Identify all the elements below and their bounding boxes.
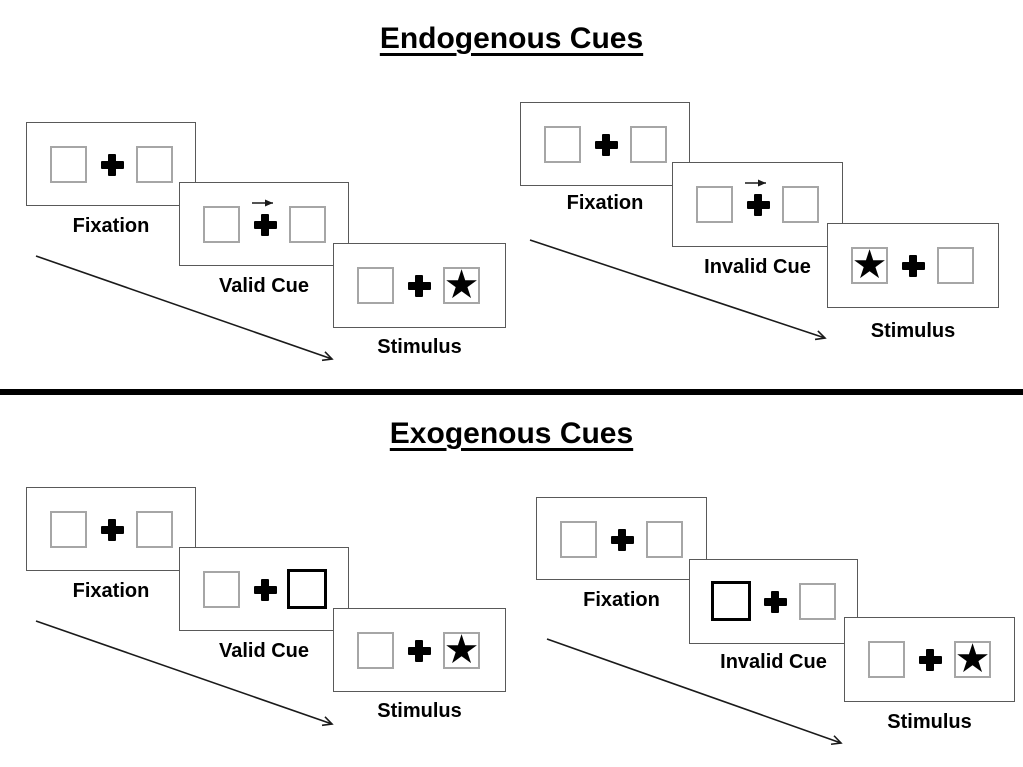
- left-box: [203, 571, 240, 608]
- step-label: Valid Cue: [218, 640, 310, 662]
- left-box: [50, 146, 87, 183]
- step-label: Fixation: [583, 589, 660, 611]
- fixation-panel: [26, 487, 196, 571]
- step-label: Fixation: [566, 192, 644, 214]
- step-label: Stimulus: [870, 320, 956, 342]
- timeline-arrow-icon: [35, 255, 334, 362]
- right-box: ★: [443, 262, 480, 307]
- right-box: [799, 583, 836, 620]
- fixation-cross-icon: [408, 640, 431, 662]
- step-label: Stimulus: [377, 336, 462, 358]
- invalid-cue-panel: [689, 559, 858, 644]
- timeline-arrow-icon: [35, 620, 334, 727]
- valid-cue-panel: [179, 182, 349, 266]
- highlighted-cue-box: [287, 569, 327, 609]
- left-box: [544, 126, 581, 163]
- fixation-cross-icon: [611, 529, 634, 551]
- exogenous-section-title: Exogenous Cues: [389, 417, 634, 450]
- step-label: Fixation: [72, 215, 150, 237]
- fixation-panel: [536, 497, 707, 580]
- step-label: Valid Cue: [218, 275, 310, 297]
- fixation-cross-icon: [595, 134, 618, 156]
- fixation-cross-icon: [902, 255, 925, 277]
- left-box: [50, 511, 87, 548]
- left-box: [357, 632, 394, 669]
- right-box: ★: [443, 627, 480, 672]
- right-box: [937, 247, 974, 284]
- right-box: [630, 126, 667, 163]
- star-icon: ★: [851, 242, 888, 287]
- timeline-arrow-icon: [529, 239, 827, 341]
- fixation-cross-icon: [764, 591, 787, 613]
- fixation-cross-icon: [408, 275, 431, 297]
- stimulus-panel: ★: [333, 243, 506, 328]
- left-box: [357, 267, 394, 304]
- highlighted-cue-box: [711, 581, 751, 621]
- right-arrow-icon: [252, 199, 273, 207]
- right-box: [136, 511, 173, 548]
- left-box: ★: [851, 242, 888, 287]
- invalid-cue-panel: [672, 162, 843, 247]
- right-box: [646, 521, 683, 558]
- stimulus-panel: ★: [827, 223, 999, 308]
- fixation-cross-icon: [254, 579, 277, 601]
- right-box: [782, 186, 819, 223]
- valid-cue-panel: [179, 547, 349, 631]
- fixation-cross-icon: [747, 194, 770, 216]
- left-box: [696, 186, 733, 223]
- step-label: Invalid Cue: [720, 651, 827, 673]
- left-box: [868, 641, 905, 678]
- star-icon: ★: [954, 636, 991, 681]
- star-icon: ★: [443, 627, 480, 672]
- stimulus-panel: ★: [333, 608, 506, 692]
- stimulus-panel: ★: [844, 617, 1015, 702]
- fixation-cross-icon: [101, 154, 124, 176]
- step-label: Invalid Cue: [704, 256, 811, 278]
- step-label: Stimulus: [887, 711, 972, 733]
- fixation-panel: [26, 122, 196, 206]
- step-label: Stimulus: [377, 700, 462, 722]
- section-divider: [0, 389, 1023, 395]
- endogenous-section-title: Endogenous Cues: [379, 22, 644, 55]
- fixation-cross-icon: [101, 519, 124, 541]
- right-box: [289, 206, 326, 243]
- fixation-cross-icon: [254, 214, 277, 236]
- step-label: Fixation: [72, 580, 150, 602]
- right-box: [136, 146, 173, 183]
- star-icon: ★: [443, 262, 480, 307]
- fixation-cross-icon: [919, 649, 942, 671]
- left-box: [560, 521, 597, 558]
- left-box: [203, 206, 240, 243]
- right-arrow-icon: [745, 179, 766, 187]
- right-box: ★: [954, 636, 991, 681]
- fixation-panel: [520, 102, 690, 186]
- timeline-arrow-icon: [546, 638, 843, 746]
